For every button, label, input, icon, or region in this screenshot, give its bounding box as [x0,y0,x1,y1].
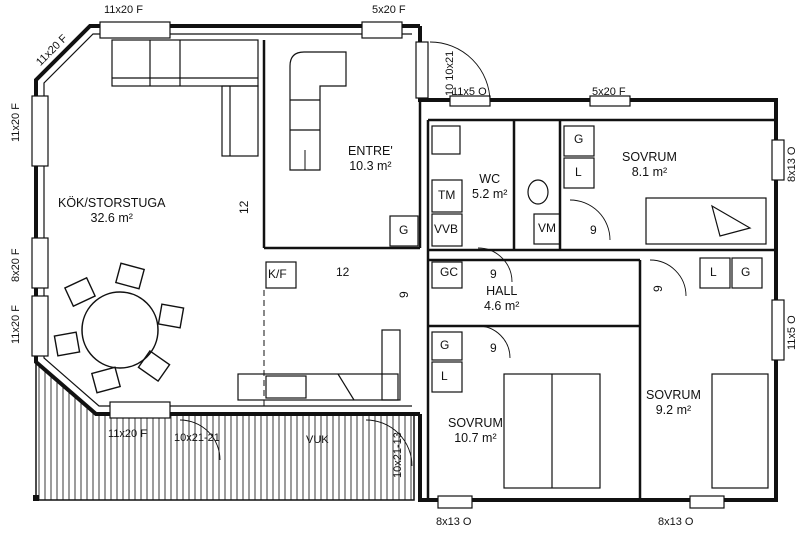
kitchen-bench [111,39,259,157]
room-area: 32.6 m² [90,211,133,225]
beds [503,197,769,489]
fixture-g: G [741,265,751,279]
deck-corner-marker [33,495,39,501]
kitchen-counter [237,329,401,401]
room-sovrum-3: SOVRUM 9.2 m² [646,388,701,418]
room-name: WC [479,172,501,186]
room-area: 10.7 m² [454,431,497,445]
dimension-label: 9 [490,341,497,355]
dimension-label: 9 [651,285,665,292]
room-kok-storstuga: KÖK/STORSTUGA 32.6 m² [58,196,165,226]
fixture-gc: GC [440,265,458,279]
room-name: HALL [486,284,518,298]
room-wc: WC 5.2 m² [472,172,507,202]
dimension-label: 9 [490,267,497,281]
window-label: 8x13 O [786,146,798,182]
window-label: 8x13 O [436,516,472,528]
window-label: 5x20 F [592,86,626,98]
room-sovrum-2: SOVRUM 10.7 m² [448,416,503,446]
dimension-label: 12 [336,265,350,279]
room-area: 8.1 m² [631,165,668,179]
door-swings [179,41,687,467]
room-name: ENTRE' [348,144,393,158]
window-label: 11x20 F [10,305,22,344]
window-marks [31,21,785,509]
dining-table [81,291,159,369]
room-area: 4.6 m² [484,299,520,313]
interior-walls [262,40,776,500]
wc-fixtures [431,125,561,245]
fixture-g: G [399,223,409,237]
dimension-label: 9 [397,291,411,298]
room-name: SOVRUM [448,416,503,430]
dimension-label: 9 [590,223,597,237]
room-name: SOVRUM [646,388,701,402]
room-hall: HALL 4.6 m² [484,284,519,314]
window-label: 11x20 F [104,4,143,16]
fixture-l: L [441,369,448,383]
fixture-tm: TM [438,188,456,202]
dining-chairs [53,262,185,394]
door-label: 10x21-13 [392,432,404,478]
fixture-vvb: VVB [434,222,459,236]
fixture-l: L [575,165,582,179]
fixture-g: G [574,132,584,146]
fixture-vuk: VUK [306,434,329,446]
closet-boxes [265,125,763,393]
fixture-l: L [710,265,717,279]
room-area: 5.2 m² [472,187,508,201]
terrace-deck [35,360,415,501]
stair [289,51,347,171]
room-name: SOVRUM [622,150,677,164]
dimension-label: 12 [237,200,251,214]
room-sovrum-1: SOVRUM 8.1 m² [622,150,677,180]
window-label: 11x5 O [786,315,798,350]
fixture-vm: VM [538,221,556,235]
window-label: 11x20 F [10,103,22,142]
window-label: 5x20 F [372,4,406,16]
window-label: 11x20 F [108,428,147,440]
window-label: 11x5 O [452,86,487,98]
window-label: 8x13 O [658,516,694,528]
fixture-kf: K/F [268,267,287,281]
door-label: 10x21-21 [174,432,220,444]
room-name: KÖK/STORSTUGA [58,196,166,210]
fixture-g: G [440,338,450,352]
window-label: 8x20 F [10,248,22,282]
room-entre: ENTRE' 10.3 m² [348,144,393,174]
room-area: 9.2 m² [655,403,692,417]
room-area: 10.3 m² [349,159,392,173]
